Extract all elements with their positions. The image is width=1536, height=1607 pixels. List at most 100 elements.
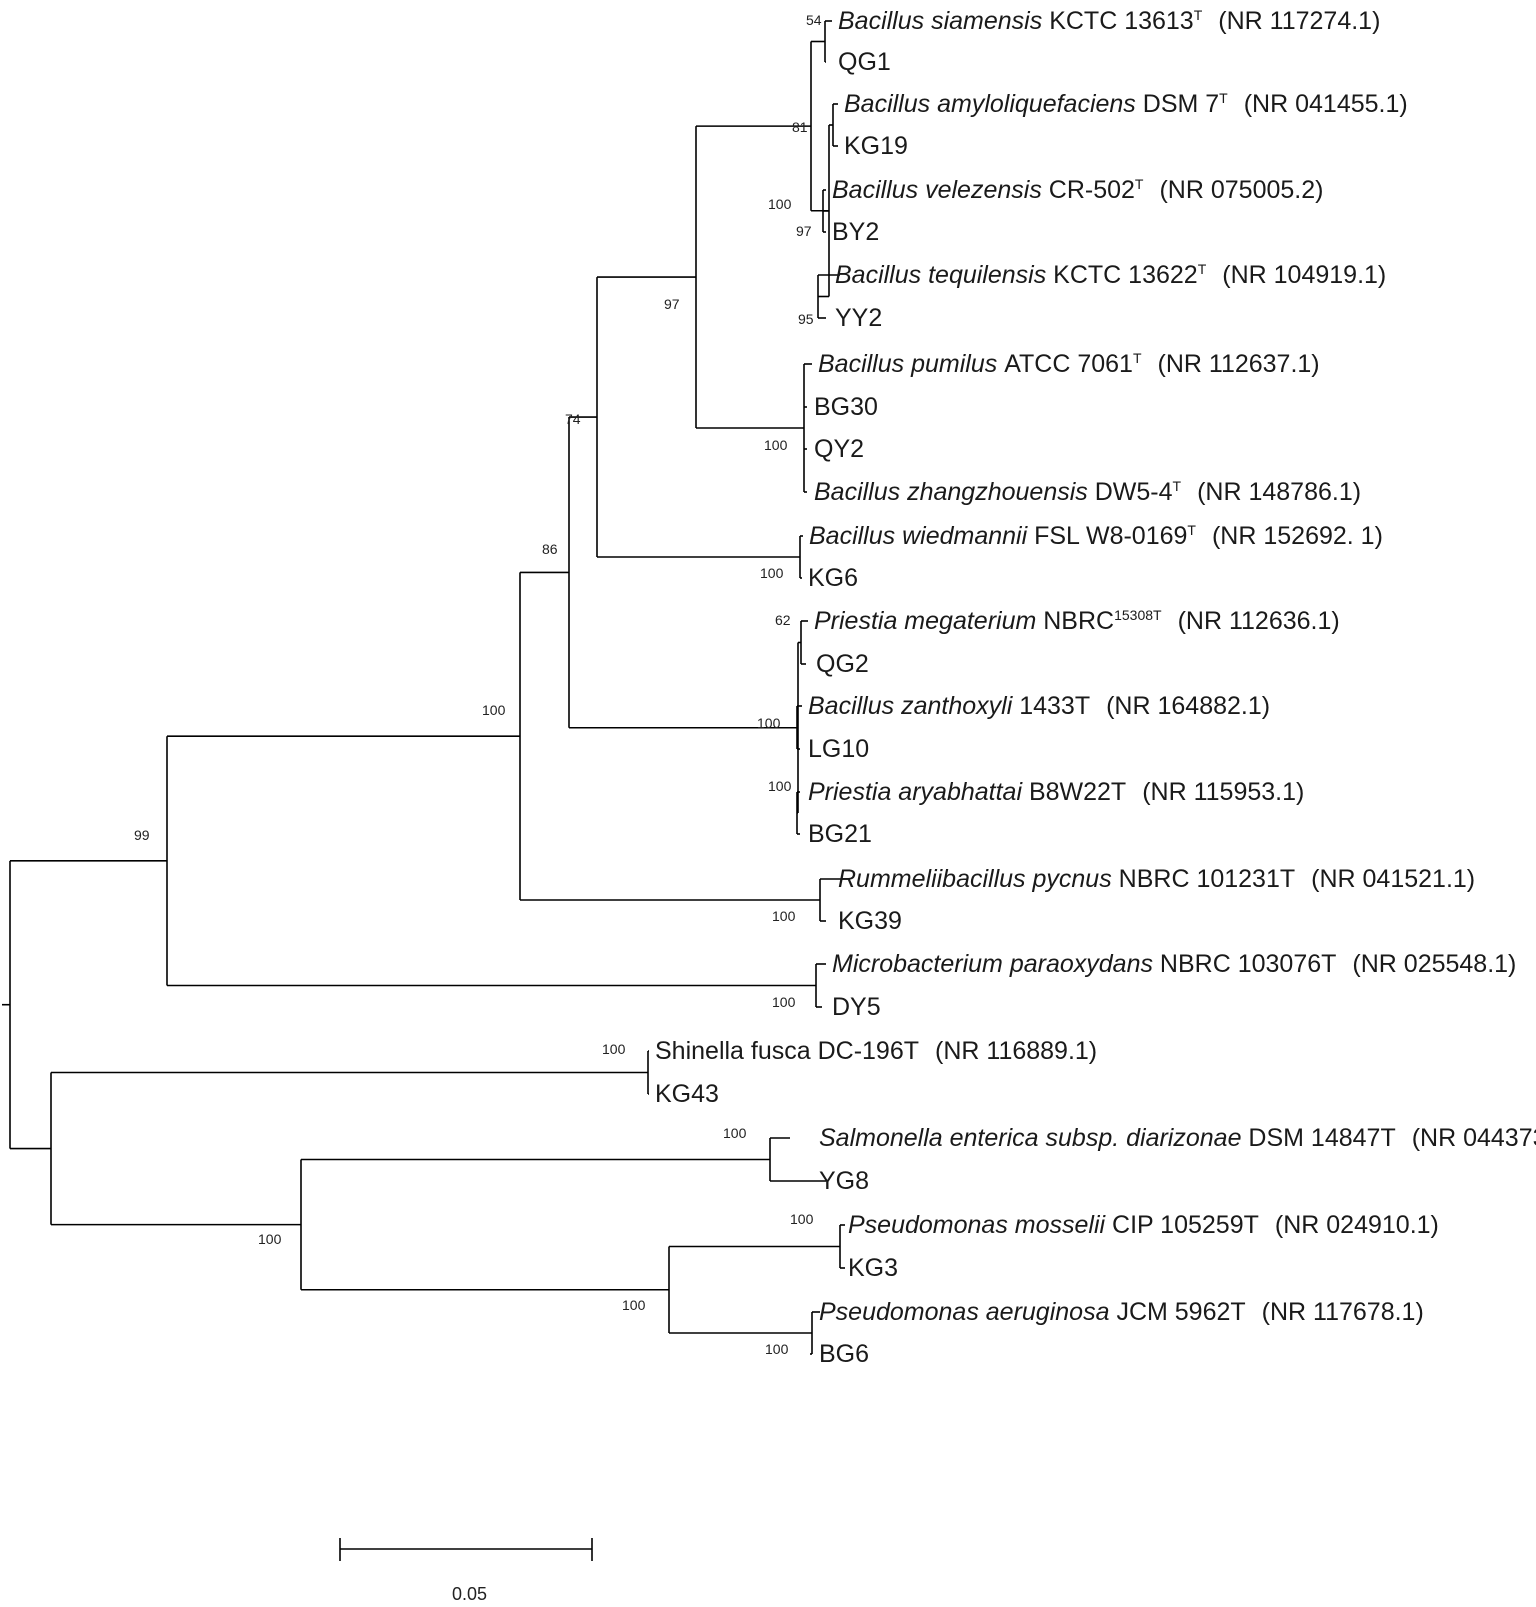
species-name: Pseudomonas mosselii bbox=[848, 1211, 1112, 1239]
taxon-label: Bacillus siamensis KCTC 13613T(NR 117274… bbox=[838, 7, 1380, 35]
bootstrap-value: 100 bbox=[772, 908, 796, 924]
strain-name: 1433T bbox=[1019, 692, 1090, 720]
taxon-label: KG6 bbox=[808, 564, 858, 592]
strain-name: DW5-4 bbox=[1095, 478, 1173, 506]
taxon-label: KG39 bbox=[838, 907, 902, 935]
accession-number: (NR 041455.1) bbox=[1244, 90, 1408, 118]
taxon-label: Bacillus pumilus ATCC 7061T (NR 112637.1) bbox=[818, 350, 1320, 378]
species-name: Bacillus wiedmannii bbox=[809, 522, 1034, 550]
strain-name: DSM 14847T bbox=[1248, 1124, 1395, 1152]
bootstrap-value: 100 bbox=[622, 1297, 646, 1313]
bootstrap-value: 100 bbox=[772, 994, 796, 1010]
strain-name: KG39 bbox=[838, 907, 902, 935]
taxon-label: Salmonella enterica subsp. diarizonae DS… bbox=[819, 1124, 1536, 1152]
strain-name: BG21 bbox=[808, 820, 872, 848]
taxon-label: Rummeliibacillus pycnus NBRC 101231T(NR … bbox=[838, 865, 1475, 893]
species-name: Priestia megaterium bbox=[814, 607, 1043, 635]
strain-name: NBRC 103076T bbox=[1160, 950, 1336, 978]
taxon-label: Bacillus velezensis CR-502T(NR 075005.2) bbox=[832, 176, 1323, 204]
strain-name: NBRC bbox=[1043, 607, 1114, 635]
accession-number: (NR 117274.1) bbox=[1218, 7, 1380, 35]
taxon-label: KG19 bbox=[844, 132, 908, 160]
strain-name: KCTC 13613 bbox=[1049, 7, 1194, 35]
bootstrap-value: 100 bbox=[602, 1041, 626, 1057]
strain-name: NBRC 101231T bbox=[1119, 865, 1295, 893]
strain-name: KCTC 13622 bbox=[1053, 261, 1198, 289]
taxon-label: KG3 bbox=[848, 1254, 898, 1282]
accession-number: (NR 104919.1) bbox=[1222, 261, 1386, 289]
accession-number: (NR 112636.1) bbox=[1178, 607, 1340, 635]
bootstrap-value: 100 bbox=[258, 1231, 282, 1247]
taxon-label: BG6 bbox=[819, 1340, 869, 1368]
taxon-label: QG2 bbox=[816, 650, 869, 678]
bootstrap-value: 100 bbox=[768, 778, 792, 794]
strain-name: ATCC 7061 bbox=[1004, 350, 1133, 378]
type-strain-superscript: 15308T bbox=[1114, 607, 1162, 623]
strain-name: KG19 bbox=[844, 132, 908, 160]
strain-name: QG1 bbox=[838, 48, 891, 76]
accession-number: (NR 117678.1) bbox=[1262, 1298, 1424, 1326]
bootstrap-value: 100 bbox=[764, 437, 788, 453]
taxon-label: Pseudomonas mosselii CIP 105259T(NR 0249… bbox=[848, 1211, 1439, 1239]
taxon-label: QG1 bbox=[838, 48, 891, 76]
accession-number: (NR 115953.1) bbox=[1142, 778, 1304, 806]
accession-number: (NR 041521.1) bbox=[1311, 865, 1475, 893]
strain-name: KG43 bbox=[655, 1080, 719, 1108]
taxon-label: QY2 bbox=[814, 435, 864, 463]
accession-number: (NR 112637.1) bbox=[1158, 350, 1320, 378]
accession-number: (NR 164882.1) bbox=[1106, 692, 1270, 720]
bootstrap-value: 86 bbox=[542, 541, 558, 557]
type-strain-superscript: T bbox=[1219, 90, 1228, 106]
species-name: Bacillus tequilensis bbox=[835, 261, 1053, 289]
bootstrap-value: 100 bbox=[757, 715, 781, 731]
species-name: Bacillus zhangzhouensis bbox=[814, 478, 1095, 506]
strain-name: FSL W8-0169 bbox=[1034, 522, 1187, 550]
bootstrap-value: 81 bbox=[792, 119, 808, 135]
species-name: Bacillus pumilus bbox=[818, 350, 1004, 378]
strain-name: YY2 bbox=[835, 304, 882, 332]
tree-branches bbox=[2, 20, 848, 1355]
strain-name: JCM 5962T bbox=[1116, 1298, 1245, 1326]
strain-name: B8W22T bbox=[1029, 778, 1126, 806]
strain-name: CIP 105259T bbox=[1112, 1211, 1259, 1239]
species-name: Bacillus velezensis bbox=[832, 176, 1049, 204]
taxon-label: LG10 bbox=[808, 735, 869, 763]
taxon-label: Bacillus tequilensis KCTC 13622T (NR 1049… bbox=[835, 261, 1386, 289]
taxon-label: Pseudomonas aeruginosa JCM 5962T (NR 1176… bbox=[819, 1298, 1424, 1326]
strain-name: KG3 bbox=[848, 1254, 898, 1282]
taxon-label: Bacillus amyloliquefaciens DSM 7T (NR 041… bbox=[844, 90, 1408, 118]
species-name: Bacillus amyloliquefaciens bbox=[844, 90, 1143, 118]
strain-name: QY2 bbox=[814, 435, 864, 463]
strain-name: BY2 bbox=[832, 218, 879, 246]
type-strain-superscript: T bbox=[1173, 478, 1182, 494]
species-name: Pseudomonas aeruginosa bbox=[819, 1298, 1116, 1326]
bootstrap-value: 100 bbox=[482, 702, 506, 718]
strain-name: QG2 bbox=[816, 650, 869, 678]
type-strain-superscript: T bbox=[1187, 522, 1196, 538]
bootstrap-value: 97 bbox=[796, 223, 812, 239]
species-name: Priestia aryabhattai bbox=[808, 778, 1029, 806]
type-strain-superscript: T bbox=[1133, 350, 1142, 366]
type-strain-superscript: T bbox=[1198, 261, 1207, 277]
species-name: Microbacterium paraoxydans bbox=[832, 950, 1160, 978]
taxon-label: BG30 bbox=[814, 393, 878, 421]
bootstrap-value: 100 bbox=[790, 1211, 814, 1227]
bootstrap-value: 100 bbox=[765, 1341, 789, 1357]
taxon-label: YY2 bbox=[835, 304, 882, 332]
bootstrap-value: 54 bbox=[806, 12, 822, 28]
strain-name: DSM 7 bbox=[1143, 90, 1219, 118]
taxon-label: YG8 bbox=[819, 1167, 869, 1195]
taxon-label: DY5 bbox=[832, 993, 881, 1021]
taxon-labels: Bacillus siamensis KCTC 13613T(NR 117274… bbox=[655, 7, 1536, 1368]
taxon-label: BY2 bbox=[832, 218, 879, 246]
strain-name: KG6 bbox=[808, 564, 858, 592]
taxon-label: Microbacterium paraoxydans NBRC 103076T(… bbox=[832, 950, 1516, 978]
bootstrap-value: 62 bbox=[775, 612, 791, 628]
strain-name: YG8 bbox=[819, 1167, 869, 1195]
strain-name: DY5 bbox=[832, 993, 881, 1021]
strain-name: Shinella fusca DC-196T bbox=[655, 1037, 919, 1065]
accession-number: (NR 044373.1) bbox=[1412, 1124, 1536, 1152]
taxon-label: Priestia megaterium NBRC15308T (NR 112636… bbox=[814, 607, 1340, 635]
bootstrap-values: 5481100979597741001008610062100100991001… bbox=[134, 12, 822, 1357]
